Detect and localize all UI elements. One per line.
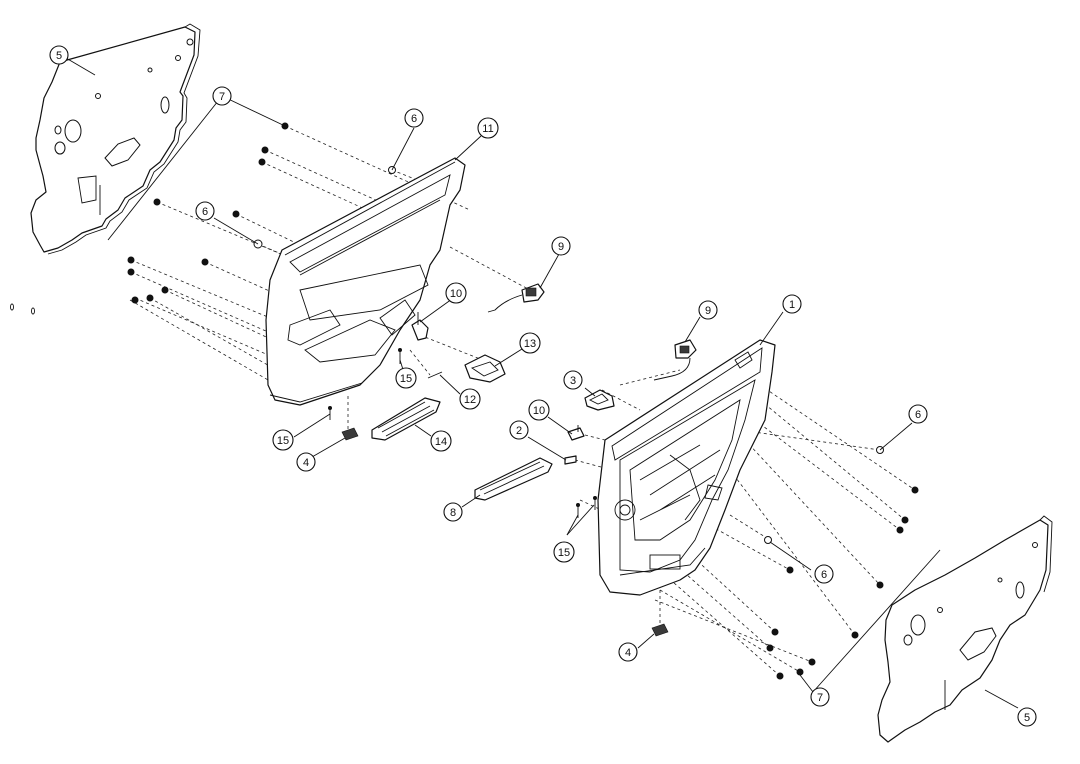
callout-14: 14 xyxy=(430,430,452,452)
rod-2 xyxy=(564,455,577,465)
svg-text:4: 4 xyxy=(625,647,631,659)
svg-text:4: 4 xyxy=(303,457,309,469)
callout-4-left: 4 xyxy=(296,452,316,472)
svg-text:5: 5 xyxy=(1024,712,1030,724)
callout-11: 11 xyxy=(477,117,499,139)
svg-text:14: 14 xyxy=(435,436,447,448)
svg-text:2: 2 xyxy=(516,425,522,437)
svg-text:10: 10 xyxy=(450,288,462,300)
callout-6-left: 6 xyxy=(195,201,215,221)
switch-connector-right xyxy=(653,339,697,381)
svg-text:15: 15 xyxy=(558,547,570,559)
callout-4-right: 4 xyxy=(618,642,638,662)
callout-15-left: 15 xyxy=(272,429,294,451)
svg-text:6: 6 xyxy=(411,113,417,125)
callout-7-right: 7 xyxy=(810,687,830,707)
callout-1: 1 xyxy=(782,294,802,314)
callout-10-right: 10 xyxy=(528,399,550,421)
callout-6-right: 6 xyxy=(908,404,928,424)
svg-text:12: 12 xyxy=(464,394,476,406)
callout-10-left: 10 xyxy=(445,282,467,304)
svg-text:6: 6 xyxy=(821,569,827,581)
callout-15-right: 15 xyxy=(553,541,575,563)
door-inner-frame-right xyxy=(597,339,776,596)
callout-5-left: 5 xyxy=(49,45,69,65)
svg-text:15: 15 xyxy=(277,435,289,447)
callout-5-right: 5 xyxy=(1017,707,1037,727)
callout-8: 8 xyxy=(443,502,463,522)
svg-text:5: 5 xyxy=(56,50,62,62)
svg-text:7: 7 xyxy=(817,692,823,704)
svg-text:10: 10 xyxy=(533,405,545,417)
svg-text:6: 6 xyxy=(915,409,921,421)
svg-text:1: 1 xyxy=(789,299,795,311)
svg-text:13: 13 xyxy=(524,338,536,350)
screws-15-left xyxy=(328,348,402,420)
callout-2: 2 xyxy=(509,420,529,440)
svg-text:11: 11 xyxy=(482,123,493,135)
svg-text:7: 7 xyxy=(219,91,225,103)
clip-4-right xyxy=(651,623,669,637)
handle-bezel-right xyxy=(584,389,615,411)
svg-text:15: 15 xyxy=(400,373,412,385)
callout-12: 12 xyxy=(459,388,481,410)
callout-15-mid: 15 xyxy=(395,367,417,389)
callout-3: 3 xyxy=(563,370,583,390)
rod-12 xyxy=(427,371,443,379)
leader-lines xyxy=(65,57,1019,709)
callout-13: 13 xyxy=(519,332,541,354)
armrest-pad-left xyxy=(371,397,441,441)
svg-text:6: 6 xyxy=(202,206,208,218)
callout-6-top: 6 xyxy=(404,108,424,128)
fasteners-left xyxy=(127,122,396,304)
callout-7-left: 7 xyxy=(212,86,232,106)
svg-text:9: 9 xyxy=(705,305,711,317)
callout-9-left: 9 xyxy=(551,236,571,256)
assembly-lines-right xyxy=(574,369,916,677)
insulation-panel-right xyxy=(877,515,1053,743)
bracket-left xyxy=(411,312,429,341)
armrest-pad-right xyxy=(474,457,553,501)
switch-connector-left xyxy=(487,283,545,313)
callout-6-bottom: 6 xyxy=(814,564,834,584)
svg-text:3: 3 xyxy=(570,375,576,387)
handle-bezel-left xyxy=(464,354,506,383)
door-trim-panel-left xyxy=(265,157,466,406)
clip-4-left xyxy=(341,427,359,441)
callout-9-right: 9 xyxy=(698,300,718,320)
fasteners-right xyxy=(764,446,919,680)
svg-text:9: 9 xyxy=(558,241,564,253)
bracket-right xyxy=(567,425,585,441)
callouts: 5 7 6 11 6 9 10 13 15 12 15 14 4 1 9 3 1… xyxy=(49,45,1037,727)
stray-marks xyxy=(10,303,35,315)
svg-text:8: 8 xyxy=(450,507,456,519)
screws-15-right xyxy=(576,496,597,518)
insulation-panel-left xyxy=(30,23,201,255)
